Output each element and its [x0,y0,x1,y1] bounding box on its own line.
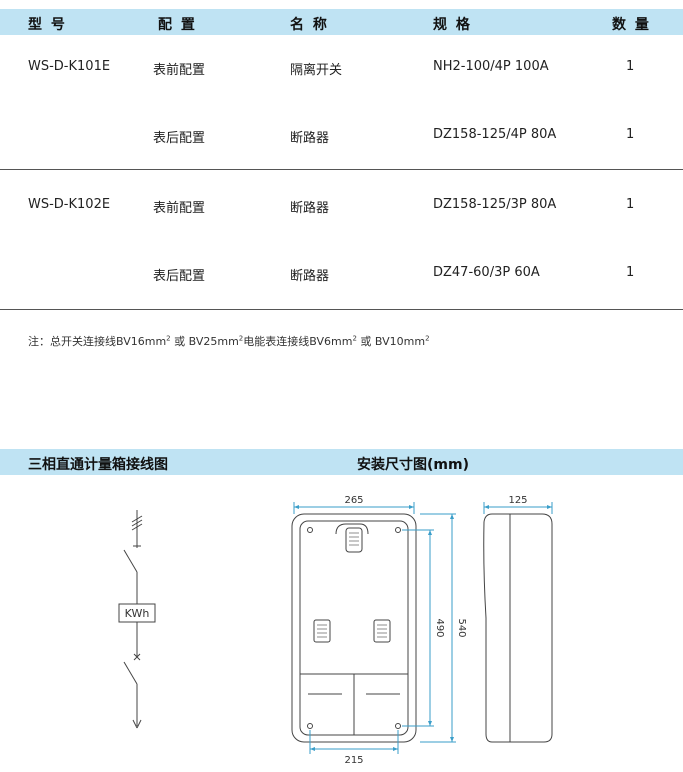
breaker-blade [123,661,138,685]
note-part-1: 注：总开关连接线BV16mm [28,335,167,348]
superscript-2: 2 [238,334,244,343]
header-config: 配 置 [158,17,197,33]
meter-label: KWh [125,607,150,620]
dimension-label-width: 265 [344,495,363,506]
cell-spec: NH2-100/4P 100A [433,59,549,74]
cell-model: WS-D-K101E [28,59,111,74]
row-divider [0,169,683,170]
table-bottom-line [0,309,683,310]
note-part-2: 或 BV25mm [170,335,239,348]
table-header-bar [0,9,683,35]
superscript-2: 2 [352,334,357,343]
note-part-4: 或 BV10mm [356,335,426,348]
header-model: 型 号 [28,17,67,33]
cell-config: 表前配置 [153,63,206,78]
header-qty: 数 量 [612,17,651,33]
section-header-bar [0,449,683,475]
mounting-hole [307,527,313,533]
cell-qty: 1 [626,197,635,212]
cell-qty: 1 [626,265,635,280]
header-spec: 规 格 [433,17,472,33]
installation-dimension-drawing: 265 215 490 540 125 [291,495,553,766]
cell-name: 断路器 [290,131,330,146]
cell-name: 断路器 [290,269,330,284]
meter-window [345,527,363,553]
note-part-3: 电能表连接线BV6mm [243,335,353,348]
switch-blade [123,549,138,573]
mounting-hole [307,723,313,729]
cell-spec: DZ158-125/4P 80A [433,127,557,142]
arrow-icon [136,719,142,729]
dimension-label-bottom-width: 215 [344,755,363,766]
mounting-hole [395,527,401,533]
phase-mark [131,519,143,527]
breaker-x-mark [133,653,141,661]
dimension-label-outer-height: 540 [456,618,467,637]
phase-mark [131,515,143,523]
install-dimensions-title: 安装尺寸图(mm) [357,457,469,473]
cell-name: 隔离开关 [290,63,343,78]
dimension-label-inner-height: 490 [434,618,445,637]
mounting-hole [395,723,401,729]
arrow-icon [132,719,138,729]
superscript-2: 2 [166,334,171,343]
header-name: 名 称 [290,17,329,33]
cell-qty: 1 [626,59,635,74]
cell-model: WS-D-K102E [28,197,111,212]
cell-config: 表前配置 [153,201,206,216]
cell-spec: DZ158-125/3P 80A [433,197,557,212]
wiring-diagram: KWh [118,510,156,729]
wiring-note: 注：总开关连接线BV16mm2 或 BV25mm2电能表连接线BV6mm2 或 … [28,333,430,349]
wiring-diagram-title: 三相直通计量箱接线图 [28,457,168,473]
side-view-outline [483,513,553,743]
cell-config: 表后配置 [153,131,206,146]
cell-name: 断路器 [290,201,330,216]
lock-icon [313,619,331,643]
superscript-2: 2 [425,334,430,343]
cell-qty: 1 [626,127,635,142]
cell-spec: DZ47-60/3P 60A [433,265,540,280]
lock-icon [373,619,391,643]
phase-mark [131,523,143,531]
cell-config: 表后配置 [153,269,206,284]
dimension-label-depth: 125 [508,495,527,506]
